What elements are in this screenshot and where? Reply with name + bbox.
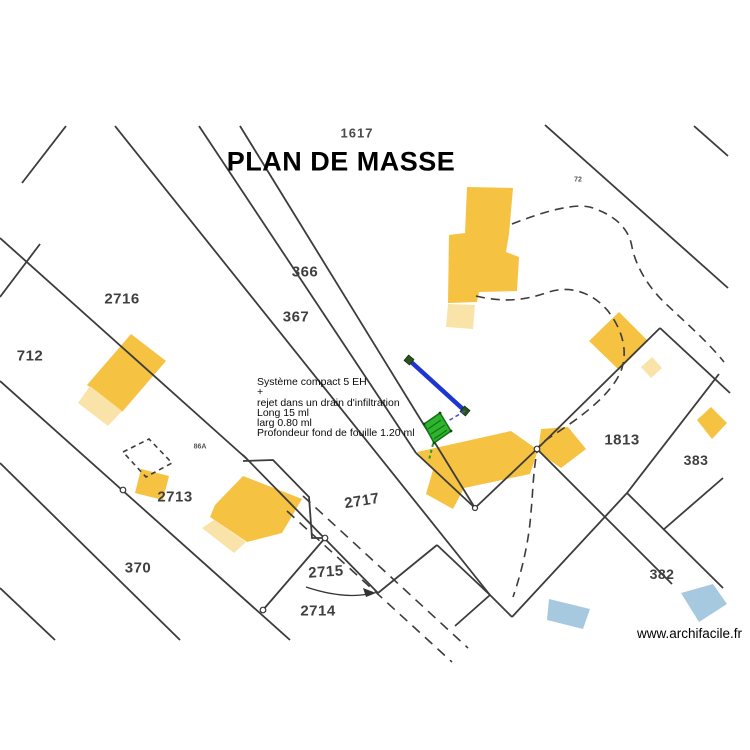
boundary-line [0,237,248,460]
boundary-line [474,448,538,509]
leader-arrow-2715 [305,586,376,597]
boundary-line [659,327,731,394]
system-corner-dot [449,429,453,433]
building-1813-west-part [518,437,535,462]
boundary-line [415,452,476,509]
building-main-house [448,187,519,303]
boundary-line [626,492,724,589]
system-corner-dot [432,441,436,445]
parcel-label-383: 383 [683,452,709,468]
building-2713-small [135,469,169,500]
buildings-layer [78,187,727,629]
parcel-label-2715: 2715 [307,562,345,582]
boundary-line [377,544,438,594]
leader-arrow-curve [305,586,369,597]
annotation-line: + [257,386,264,399]
building-2716-light [78,386,122,426]
survey-point [259,606,267,614]
boundary-line [0,462,181,641]
annotation-line: Profondeur fond de fouille 1.20 ml [257,427,415,440]
boundary-line [0,587,56,641]
parcel-label-712: 712 [16,347,44,365]
parcel-label-86a: 86A [193,443,207,451]
watermark-text: www.archifacile.fr [636,626,742,641]
boundary-line [198,125,417,454]
boundary-line [21,125,67,184]
survey-point [471,504,479,512]
building-383 [697,407,727,439]
driveway-dashed-outer [511,205,725,363]
survey-point [321,534,329,542]
drain-layer [403,354,471,422]
survey-points-layer [119,445,541,614]
dashed-outline-2713 [121,438,174,478]
building-1813-north-annex [641,357,662,378]
parcel-boundaries-layer [0,124,731,641]
boundary-line [662,477,724,531]
annotation-line: rejet dans un drain d'infiltration [257,396,400,409]
driveway-dashed-inner [475,288,625,598]
drain-line [406,357,468,414]
building-2717 [417,431,538,509]
compact-system-layer [422,411,453,461]
system-outlet-dashed [428,443,434,461]
parcel-label-2714: 2714 [300,602,336,620]
boundary-line [0,243,41,298]
boundary-line [693,125,729,157]
building-1813-west [538,427,586,468]
dashed-track-a [302,495,469,649]
system-corner-dot [422,422,426,426]
parcel-label-2713: 2713 [157,488,193,506]
boundary-line [0,380,291,641]
annotation-line: Long 15 ml [257,406,309,419]
survey-point [533,445,541,453]
parcel-label-370: 370 [124,559,152,577]
boundary-line [239,125,476,509]
drain-connector-dashed [447,410,466,422]
boundary-line [262,537,326,611]
boundary-line [536,448,673,585]
drain-endpoint-marker [403,354,415,366]
annotation-line: Système compact 5 EH [257,376,367,388]
annotation-line: larg 0.80 ml [257,417,312,430]
boundary-line [454,594,491,627]
boundary-line [544,124,729,289]
compact-system-hatch [427,419,448,440]
parcel-label-1813: 1813 [604,431,640,449]
boundary-line [626,373,720,494]
parcel-label-382: 382 [649,566,675,582]
boundary-line [436,544,491,596]
leader-arrowhead-icon [363,588,376,597]
boundary-line [114,125,491,596]
boundary-line [511,492,628,618]
building-1813-north [589,312,648,370]
building-main-house-terrace [446,304,475,329]
parcel-label-72: 72 [574,176,582,184]
system-annotation: Système compact 5 EH + rejet dans un dra… [257,377,477,439]
parcel-label-366: 366 [291,263,319,281]
parcel-label-1617: 1617 [340,125,374,141]
page-title: PLAN DE MASSE [226,146,456,177]
system-corner-dot [438,411,442,415]
parcel-label-367: 367 [282,308,310,326]
boundary-line [489,594,513,618]
building-2716 [87,334,166,412]
annex-building-left [547,599,590,629]
boundary-line [536,327,661,450]
dashed-paths-layer [121,205,725,663]
survey-point [119,486,127,494]
annex-building-right [681,584,727,622]
dashed-track-b [286,510,453,663]
building-2713-light [202,520,246,553]
parcel-label-2716: 2716 [104,290,140,308]
